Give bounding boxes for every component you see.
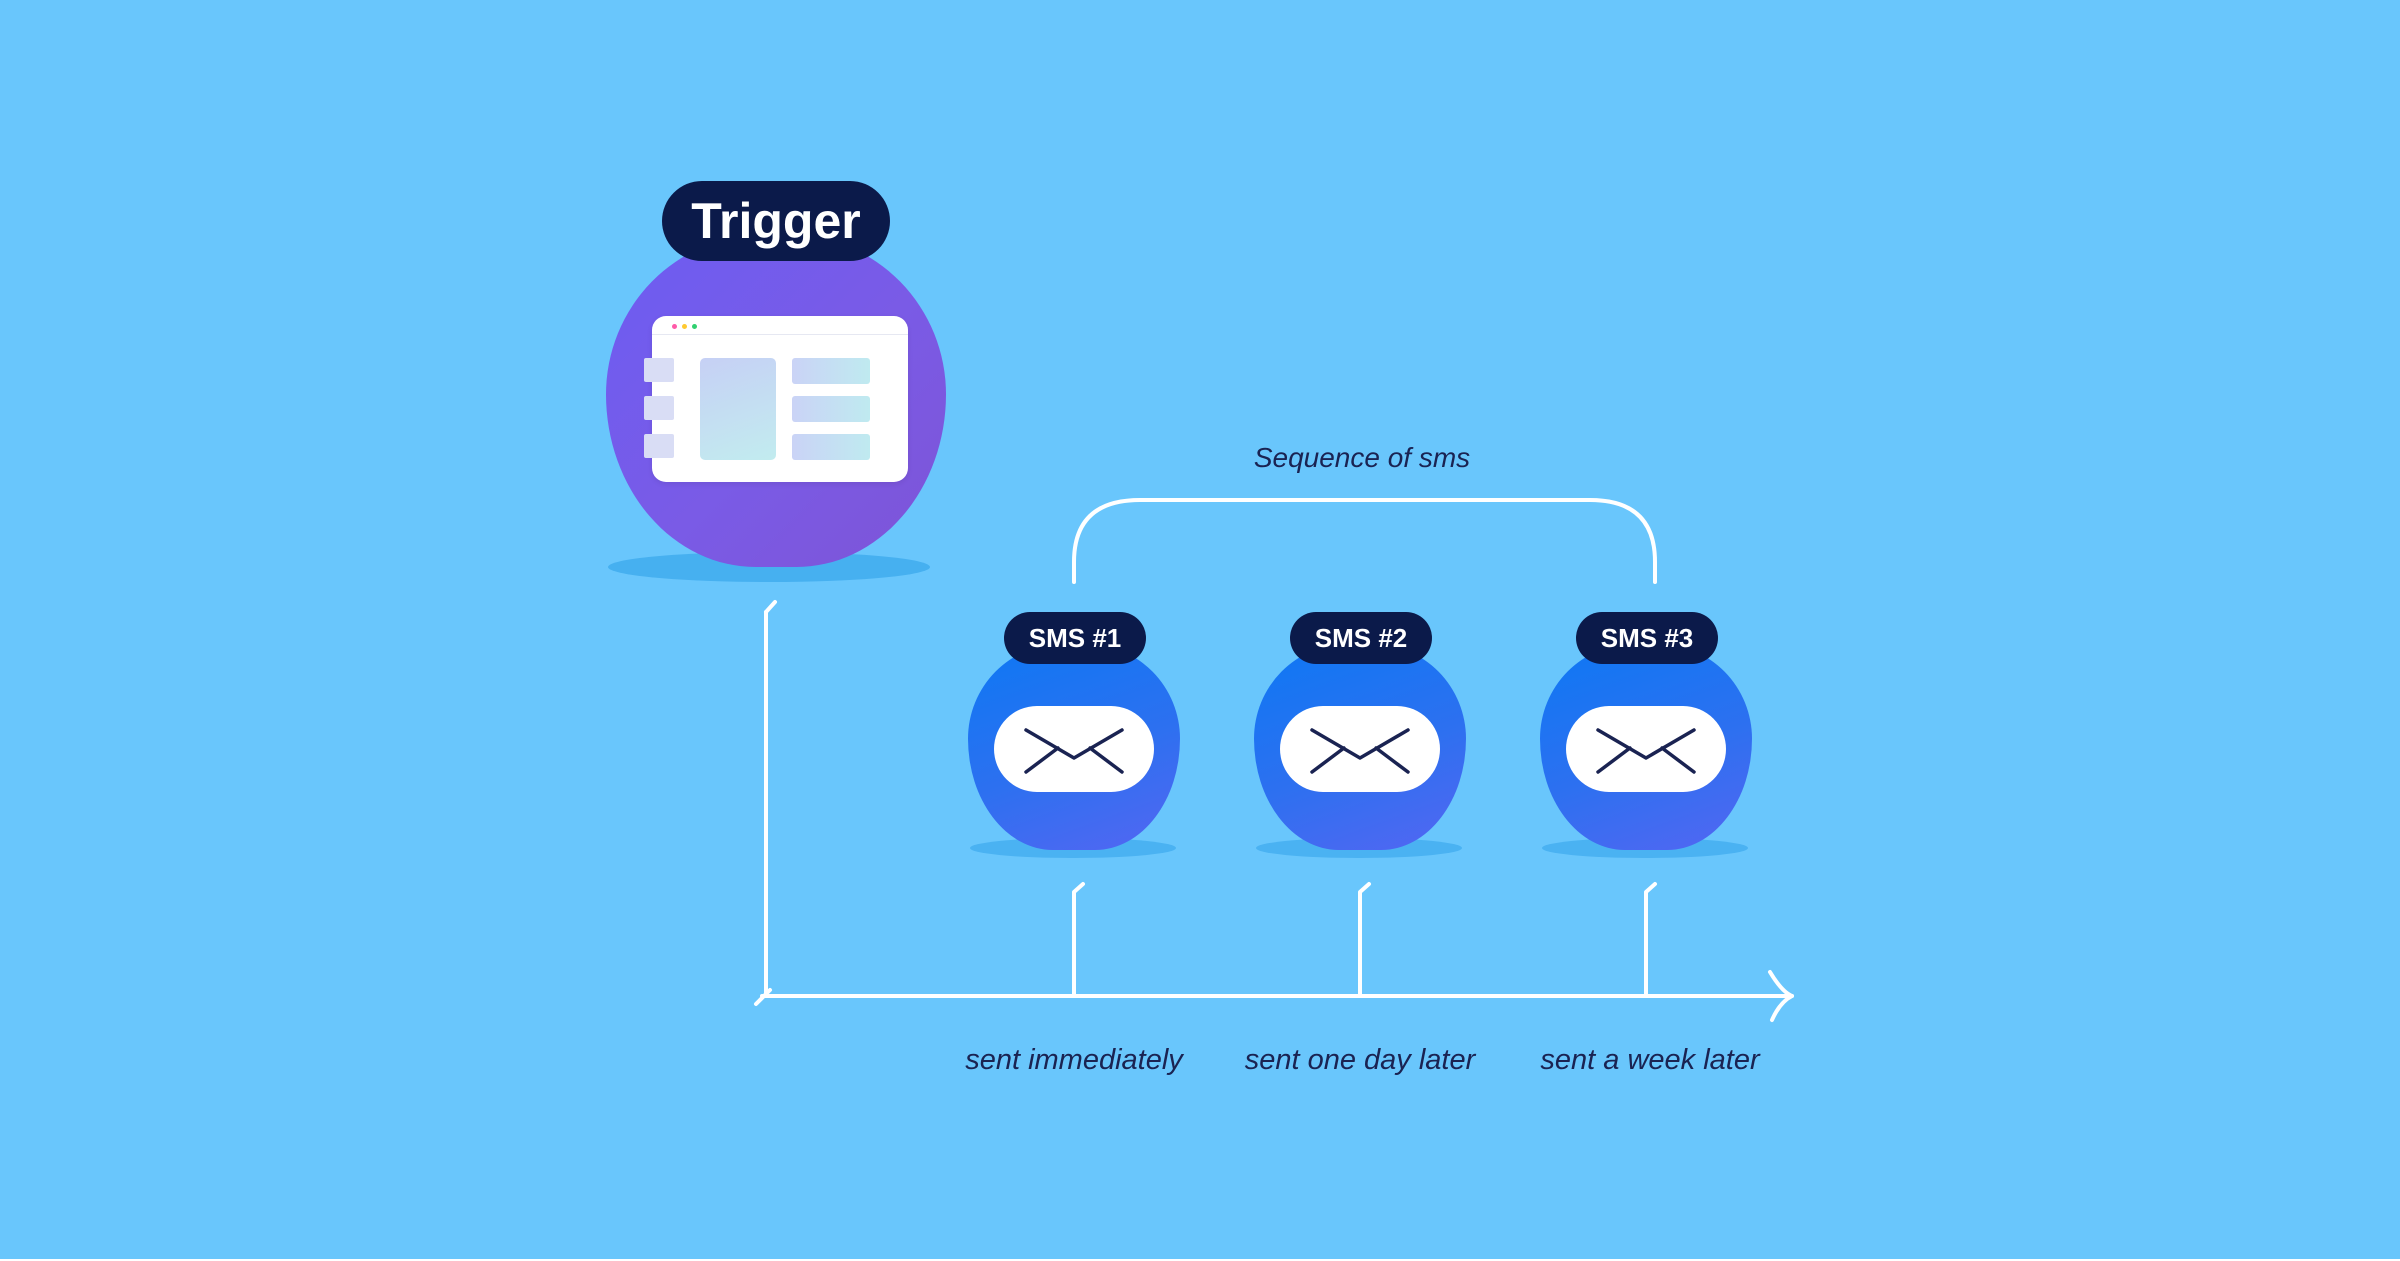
content-row: [792, 396, 870, 422]
bottom-border: [0, 1259, 2400, 1261]
content-row: [792, 434, 870, 460]
window-dot-icon: [692, 324, 697, 329]
sms-label: SMS #3: [1576, 612, 1718, 664]
side-tab: [644, 358, 674, 382]
trigger-label: Trigger: [662, 181, 890, 261]
content-panel: [700, 358, 776, 460]
sms-3-connector: [1644, 882, 1657, 998]
envelope-glyph: [1310, 728, 1410, 774]
side-tab: [644, 434, 674, 458]
side-tab: [644, 396, 674, 420]
sms-label: SMS #1: [1004, 612, 1146, 664]
sms-2-caption: sent one day later: [1244, 1044, 1476, 1076]
sms-node-2: SMS #2: [1254, 612, 1466, 862]
sequence-label: Sequence of sms: [1253, 442, 1471, 473]
sms-node-1: SMS #1: [968, 612, 1180, 862]
window-dot-icon: [682, 324, 687, 329]
window-dot-icon: [672, 324, 677, 329]
browser-window-icon: [644, 316, 908, 482]
envelope-icon: [1566, 706, 1726, 792]
envelope-glyph: [1024, 728, 1124, 774]
browser-title-bar: [652, 334, 908, 335]
sms-1-connector: [1072, 882, 1085, 998]
sequence-bracket: [1072, 498, 1657, 584]
trigger-axis-arrowhead: [764, 600, 777, 614]
sms-2-connector: [1358, 882, 1371, 998]
envelope-icon: [1280, 706, 1440, 792]
timeline-arrowhead: [1768, 970, 1794, 1022]
sms-1-caption: sent immediately: [965, 1044, 1183, 1076]
sms-label: SMS #2: [1290, 612, 1432, 664]
sms-node-3: SMS #3: [1540, 612, 1752, 862]
envelope-icon: [994, 706, 1154, 792]
envelope-glyph: [1596, 728, 1696, 774]
content-row: [792, 358, 870, 384]
sms-3-caption: sent a week later: [1540, 1044, 1760, 1076]
